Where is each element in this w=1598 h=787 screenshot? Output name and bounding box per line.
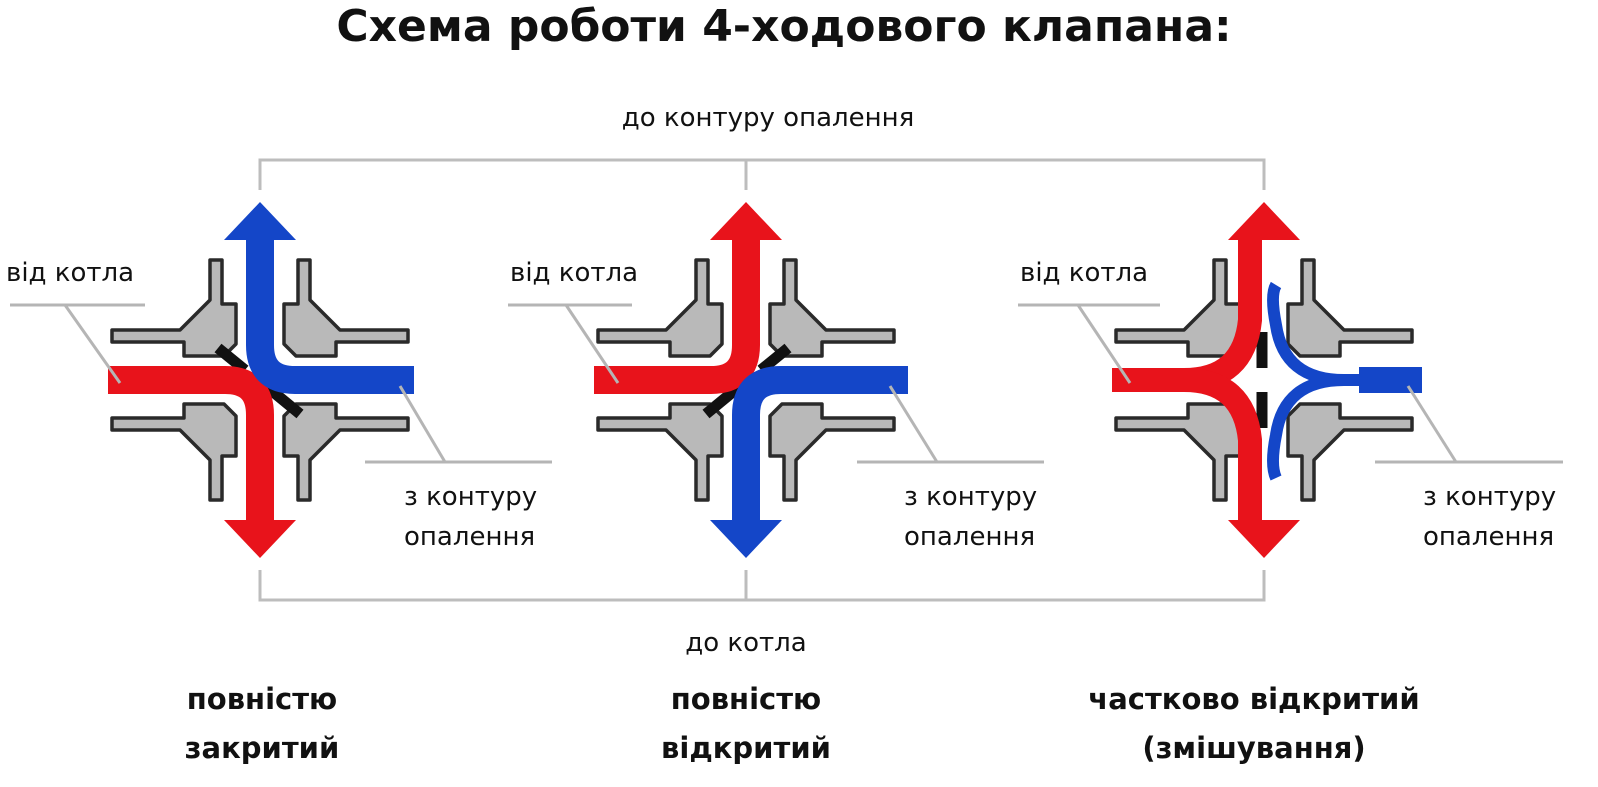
label-from-boiler: від котла bbox=[510, 258, 638, 288]
label-from-heating-line1: з контуру bbox=[1423, 482, 1556, 512]
hot-flow-arrowhead bbox=[1228, 202, 1300, 240]
hot-flow-path bbox=[108, 366, 274, 520]
caption-mode-3-line2: (змішування) bbox=[1142, 731, 1365, 765]
cold-flow-path bbox=[1267, 374, 1345, 481]
cold-flow-arrowhead bbox=[710, 520, 782, 558]
leader-lines bbox=[10, 303, 1563, 464]
label-from-heating-line1: з контуру bbox=[404, 482, 537, 512]
caption-mode-2-line1: повністю bbox=[671, 682, 821, 716]
connector-lines bbox=[258, 158, 1266, 602]
caption-mode-1-line1: повністю bbox=[187, 682, 337, 716]
diagram-title: Схема роботи 4-ходового клапана: bbox=[336, 1, 1231, 52]
label-from-boiler: від котла bbox=[1020, 258, 1148, 288]
hot-flow-arrowhead bbox=[224, 520, 296, 558]
label-from-heating-line2: опалення bbox=[404, 522, 535, 552]
valve-partially-open bbox=[1112, 202, 1422, 558]
valve-divider bbox=[702, 343, 792, 419]
cold-flow-arrowhead bbox=[224, 202, 296, 240]
valve-fully-open bbox=[594, 202, 908, 558]
cold-flow-path bbox=[246, 240, 414, 394]
label-from-heating-line1: з контуру bbox=[904, 482, 1037, 512]
hot-flow-path bbox=[594, 240, 760, 394]
label-to-boiler: до котла bbox=[685, 628, 806, 658]
caption-mode-1-line2: закритий bbox=[185, 731, 340, 765]
label-to-heating-circuit: до контуру опалення bbox=[622, 103, 915, 133]
hot-flow-arrowhead bbox=[710, 202, 782, 240]
hot-flow-path bbox=[1183, 368, 1262, 530]
caption-mode-2-line2: відкритий bbox=[661, 731, 831, 765]
label-from-heating-line2: опалення bbox=[1423, 522, 1554, 552]
hot-flow-arrowhead bbox=[1228, 520, 1300, 558]
valve-divider bbox=[214, 343, 304, 419]
caption-mode-3-line1: частково відкритий bbox=[1088, 682, 1419, 716]
label-from-boiler: від котла bbox=[6, 258, 134, 288]
cold-flow-path bbox=[732, 366, 908, 520]
valve-fully-closed bbox=[108, 202, 414, 558]
label-from-heating-line2: опалення bbox=[904, 522, 1035, 552]
